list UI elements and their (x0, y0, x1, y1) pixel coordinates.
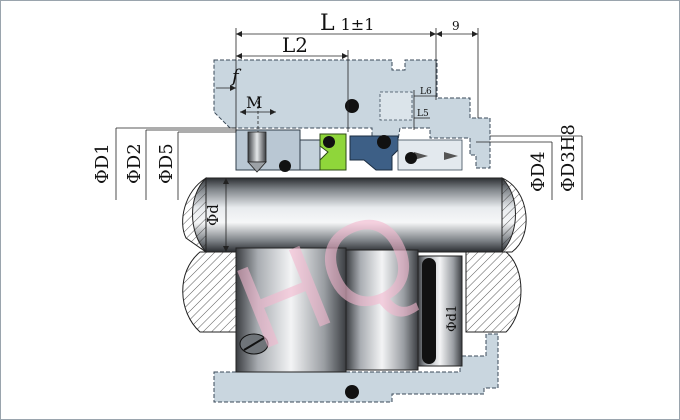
dim-d1-label: Φd1 (445, 305, 460, 332)
o-ring-gland (345, 99, 359, 113)
o-ring-lower (345, 385, 359, 399)
dim-L6-label: L6 (420, 87, 432, 97)
shaft-right-break (501, 177, 527, 253)
set-screw (247, 131, 267, 163)
o-ring-sleeve (279, 160, 291, 172)
dimension-lines (115, 28, 583, 252)
shaft-lower-right (465, 251, 522, 333)
anti-rotation-pin-2 (444, 152, 458, 160)
sleeve-collar (345, 249, 419, 371)
spring-holder (299, 139, 321, 171)
set-screw-tip (247, 161, 267, 173)
gland-inner-step (379, 91, 413, 121)
o-ring-seat (377, 135, 391, 149)
o-ring-rotary (323, 136, 335, 148)
dim-D4-label: ΦD4 (528, 151, 549, 192)
dim-D5-label: ΦD5 (156, 143, 177, 184)
dim-9-label: 9 (452, 19, 460, 33)
shaft-left-break (182, 177, 207, 253)
black-o-ring-band (422, 258, 436, 364)
dim-D1-label: ΦD1 (92, 143, 113, 184)
drive-screw-slot (243, 337, 265, 351)
dim-D3-label: ΦD3H8 (558, 124, 579, 192)
anti-rotation-pin (414, 152, 428, 160)
upper-gland (213, 59, 491, 169)
dim-D2-label: ΦD2 (124, 143, 145, 184)
dim-M-label: M (246, 93, 262, 112)
dim-L5-label: L5 (417, 109, 429, 119)
dimension-arrows (223, 31, 478, 252)
o-ring-seat-2 (405, 152, 417, 164)
shaft-lower-left (182, 251, 237, 333)
dim-d-label: Φd (204, 204, 222, 226)
dim-L2-label: L2 (282, 33, 308, 57)
